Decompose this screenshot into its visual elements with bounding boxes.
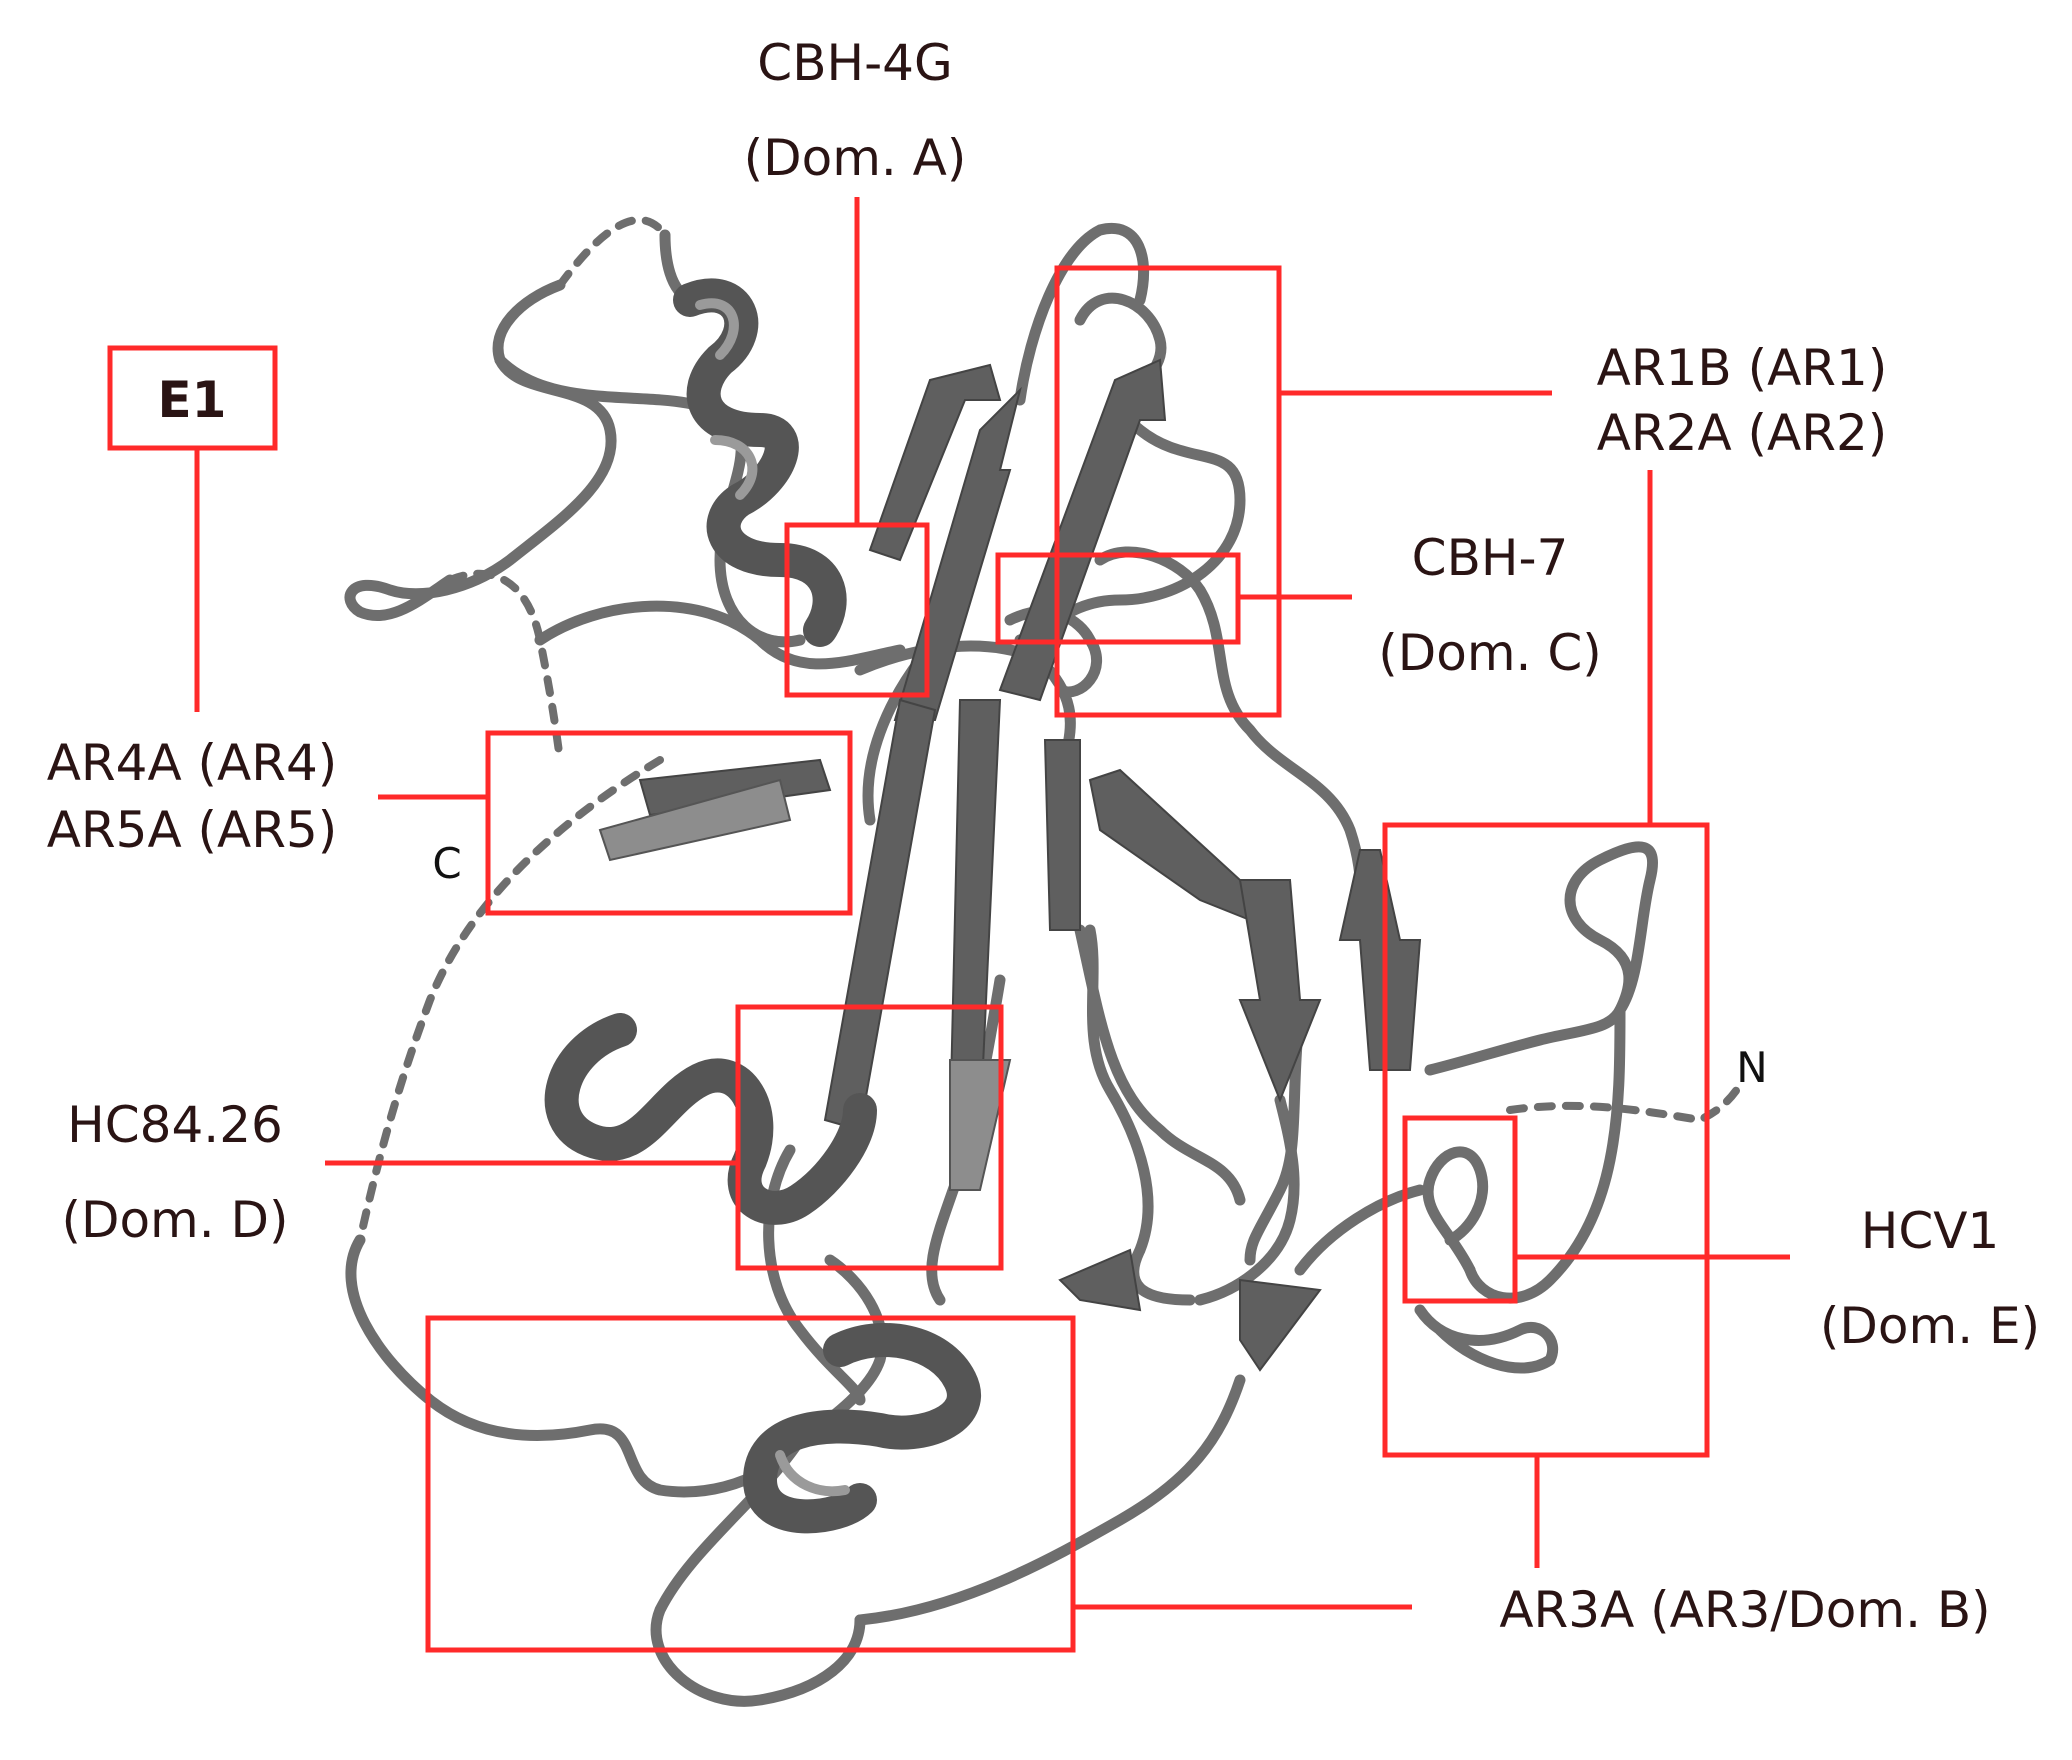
helix-bottom <box>742 1323 981 1534</box>
protein-ribbon <box>344 216 1744 1707</box>
c-terminus-label: C <box>432 839 461 888</box>
cbh7-label-line1: CBH-7 <box>1412 529 1569 587</box>
cbh7-label-line2: (Dom. C) <box>1378 624 1602 682</box>
ar5a-label: AR5A (AR5) <box>47 801 338 859</box>
beta-strands <box>598 358 1422 1372</box>
e1-box <box>107 345 278 451</box>
cbh4g-label-line1: CBH-4G <box>757 34 952 92</box>
hcv1-label-line2: (Dom. E) <box>1820 1297 2040 1355</box>
helix-mid <box>544 1013 877 1225</box>
disordered-loop-n <box>1506 1081 1744 1125</box>
hc84-box <box>735 1004 1004 1271</box>
n-terminus-label: N <box>1736 1043 1767 1092</box>
ar4a-label: AR4A (AR4) <box>47 734 338 792</box>
epitope-annotations <box>107 197 1790 1653</box>
ar4a-ar5a-box <box>485 730 853 916</box>
cbh4g-label-line2: (Dom. A) <box>744 129 967 187</box>
ar1b-ar2a-box <box>1054 265 1282 718</box>
helix-top <box>673 278 847 647</box>
ar3a-bottom-box <box>425 1315 1076 1653</box>
ar3a-right-box <box>1382 822 1710 1458</box>
ar3a-label: AR3A (AR3/Dom. B) <box>1499 1581 1990 1639</box>
ar2a-label: AR2A (AR2) <box>1597 404 1888 462</box>
hcv1-label-line1: HCV1 <box>1861 1202 2000 1260</box>
disordered-loop-long <box>356 756 664 1244</box>
labels: E1 CBH-4G (Dom. A) AR1B (AR1) AR2A (AR2)… <box>47 34 2040 1639</box>
disordered-loop-top <box>556 216 669 289</box>
ar1b-label: AR1B (AR1) <box>1597 339 1888 397</box>
e1-label: E1 <box>158 371 227 429</box>
hc84-label-line2: (Dom. D) <box>61 1191 288 1249</box>
hc84-label-line1: HC84.26 <box>67 1096 283 1154</box>
hcv1-box <box>1402 1115 1518 1304</box>
